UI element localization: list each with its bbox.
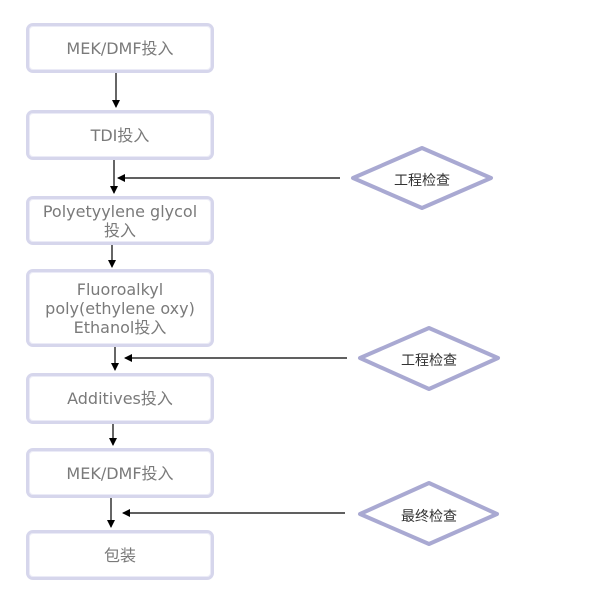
step-label: Fluoroalkyl poly(ethylene oxy) Ethanol投入 <box>45 279 195 337</box>
step-label: TDI投入 <box>90 125 150 145</box>
check-label-3: 最终检查 <box>401 509 457 525</box>
step-mek-dmf-input-2: MEK/DMF投入 <box>26 448 214 498</box>
step-label: 包装 <box>103 545 136 565</box>
check-diamond-1 <box>351 146 493 210</box>
check-diamond-2 <box>358 326 500 391</box>
step-polyethylene-glycol-input: Polyetyylene glycol 投入 <box>26 196 214 245</box>
step-mek-dmf-input: MEK/DMF投入 <box>26 23 214 73</box>
step-label: MEK/DMF投入 <box>66 463 174 483</box>
step-additives-input: Additives投入 <box>26 373 214 424</box>
check-label-2: 工程检查 <box>401 353 457 369</box>
step-label: MEK/DMF投入 <box>66 38 174 58</box>
step-fluoroalkyl-input: Fluoroalkyl poly(ethylene oxy) Ethanol投入 <box>26 269 214 347</box>
step-packaging: 包装 <box>26 530 214 580</box>
step-tdi-input: TDI投入 <box>26 110 214 160</box>
check-label-1: 工程检查 <box>394 173 450 189</box>
check-diamond-3 <box>358 481 499 546</box>
step-label: Additives投入 <box>67 389 173 408</box>
step-label: Polyetyylene glycol 投入 <box>42 201 198 240</box>
